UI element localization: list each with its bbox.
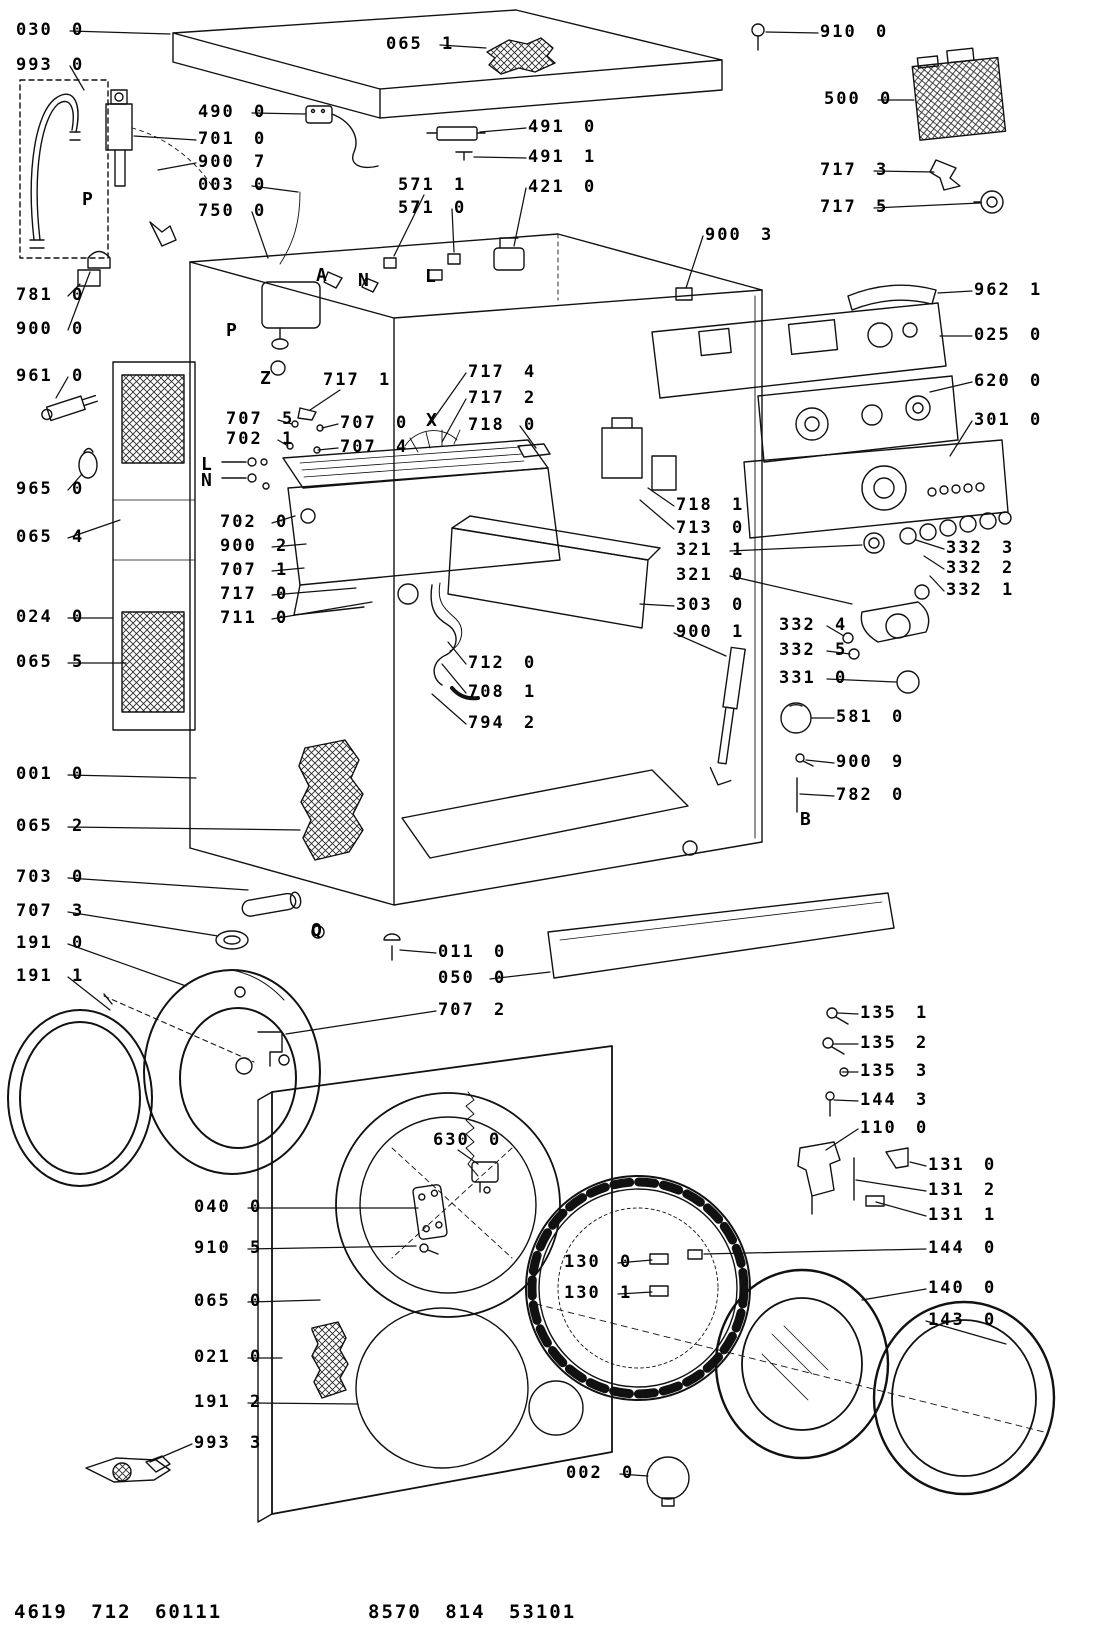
side-foam-panels (112, 361, 196, 731)
leader-lines (55, 30, 1007, 1477)
dispenser-assembly (221, 407, 677, 701)
inlet-hose-group (19, 79, 213, 479)
base-strip (547, 892, 895, 979)
door-rings (525, 1175, 1056, 1507)
control-panel-parts (651, 23, 1012, 813)
bellow-parts (215, 891, 401, 1075)
doc-code-left: 4619 712 60111 (14, 1601, 223, 1623)
transport-bracket (85, 1455, 171, 1483)
top-lid (172, 9, 723, 119)
door-gasket-rings (7, 969, 321, 1187)
doc-code-center: 8570 814 53101 (368, 1601, 577, 1623)
front-panel (257, 1045, 613, 1523)
shock-absorber (709, 646, 746, 786)
hinge-hardware (797, 1007, 909, 1215)
cabinet (189, 191, 763, 906)
power-cord (305, 105, 525, 293)
